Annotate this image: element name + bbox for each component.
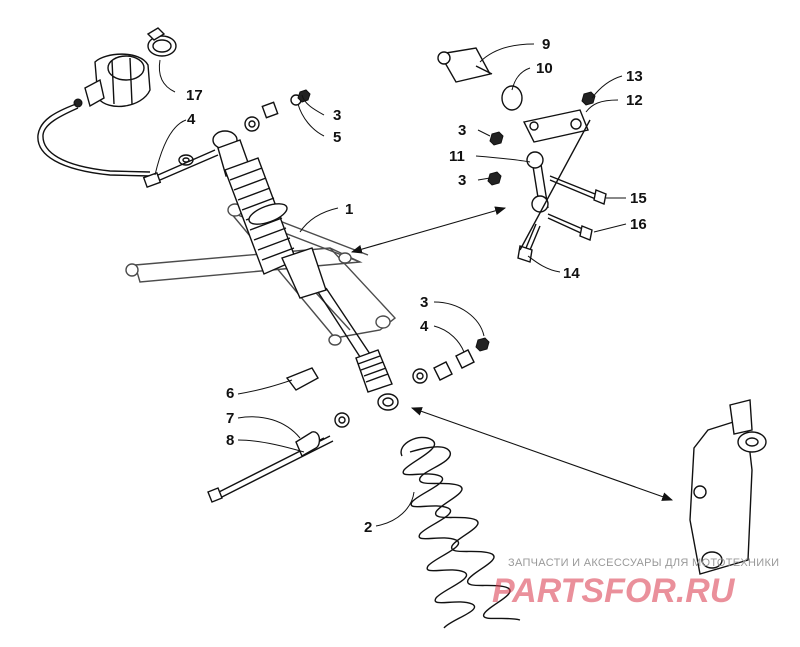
sway-bar-linkage — [437, 47, 607, 263]
callout-3-lower: 3 — [420, 294, 428, 311]
callout-6: 6 — [226, 385, 234, 402]
callout-17: 17 — [186, 87, 203, 104]
spindle-connection-arrow — [410, 407, 674, 501]
callout-3-link-lower: 3 — [458, 172, 466, 189]
top-mount-hardware — [244, 89, 311, 132]
hose-fitting — [142, 149, 219, 188]
callout-13: 13 — [626, 68, 643, 85]
lower-mount-hardware — [207, 337, 490, 503]
watermark: ЗАПЧАСТИ И АКСЕССУАРЫ ДЛЯ МОТОТЕХНИКИ PA… — [492, 557, 779, 610]
callout-11: 11 — [449, 148, 465, 165]
callout-10: 10 — [536, 60, 553, 77]
leader-lines — [154, 43, 627, 527]
callout-2: 2 — [364, 519, 372, 536]
callout-15: 15 — [630, 190, 647, 207]
callout-1: 1 — [345, 201, 353, 218]
callout-labels: 1 2 3 3 3 3 4 4 5 6 7 8 9 10 11 12 13 14… — [186, 36, 647, 536]
callout-16: 16 — [630, 216, 647, 233]
callout-12: 12 — [626, 92, 643, 109]
callout-4-lower: 4 — [420, 318, 429, 335]
callout-8: 8 — [226, 432, 234, 449]
spindle-knuckle — [689, 399, 767, 575]
callout-14: 14 — [563, 265, 580, 282]
callout-3-top: 3 — [333, 107, 341, 124]
hose-clamp — [146, 27, 177, 57]
shock-absorber — [212, 130, 399, 411]
callout-7: 7 — [226, 410, 234, 427]
callout-4-fitting: 4 — [187, 111, 196, 128]
watermark-site: PARTSFOR.RU — [492, 572, 736, 610]
watermark-tagline: ЗАПЧАСТИ И АКСЕССУАРЫ ДЛЯ МОТОТЕХНИКИ — [508, 557, 779, 569]
callout-5: 5 — [333, 129, 341, 146]
callout-9: 9 — [542, 36, 550, 53]
reservoir-canister — [37, 53, 151, 177]
linkage-connection-arrow — [350, 206, 507, 254]
callout-3-link-upper: 3 — [458, 122, 466, 139]
